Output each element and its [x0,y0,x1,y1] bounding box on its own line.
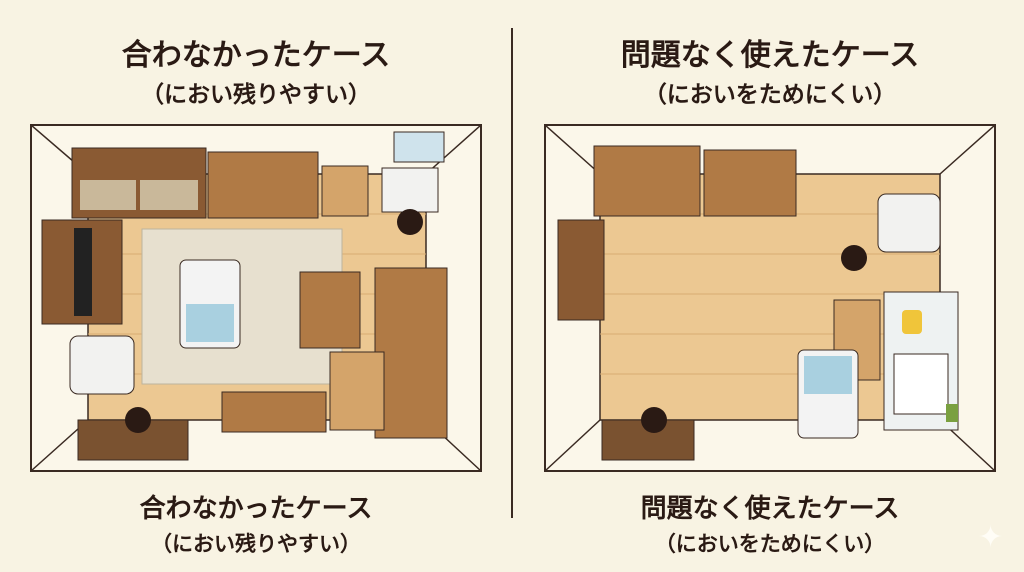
door [557,219,605,321]
drawer-box [221,391,327,433]
left-room-illustration [30,124,482,472]
cabinet [593,145,701,217]
left-caption-title: 合わなかったケース [139,494,373,524]
left-subtitle: （におい残りやすい） [141,82,371,108]
boxes [329,351,385,431]
dresser [703,149,797,217]
box [321,165,369,217]
sparkle-icon: ✦ [978,520,1004,555]
air-purifier [69,335,135,395]
wardrobe [374,267,448,439]
desk [299,271,361,349]
right-caption-subtitle: （においをためにくい） [654,532,886,556]
right-caption-title: 問題なく使えたケース [640,494,900,524]
mirror [393,131,445,163]
center-divider [511,28,513,518]
right-title: 問題なく使えたケース [620,38,920,73]
person [841,245,867,271]
person [397,209,423,235]
left-caption-subtitle: （におい残りやすい） [151,532,361,556]
right-subtitle: （においをためにくい） [643,82,897,108]
left-title: 合わなかったケース [121,38,391,73]
dresser [207,151,319,219]
right-room-illustration [544,124,996,472]
air-purifier [877,193,941,253]
sink [381,167,439,213]
